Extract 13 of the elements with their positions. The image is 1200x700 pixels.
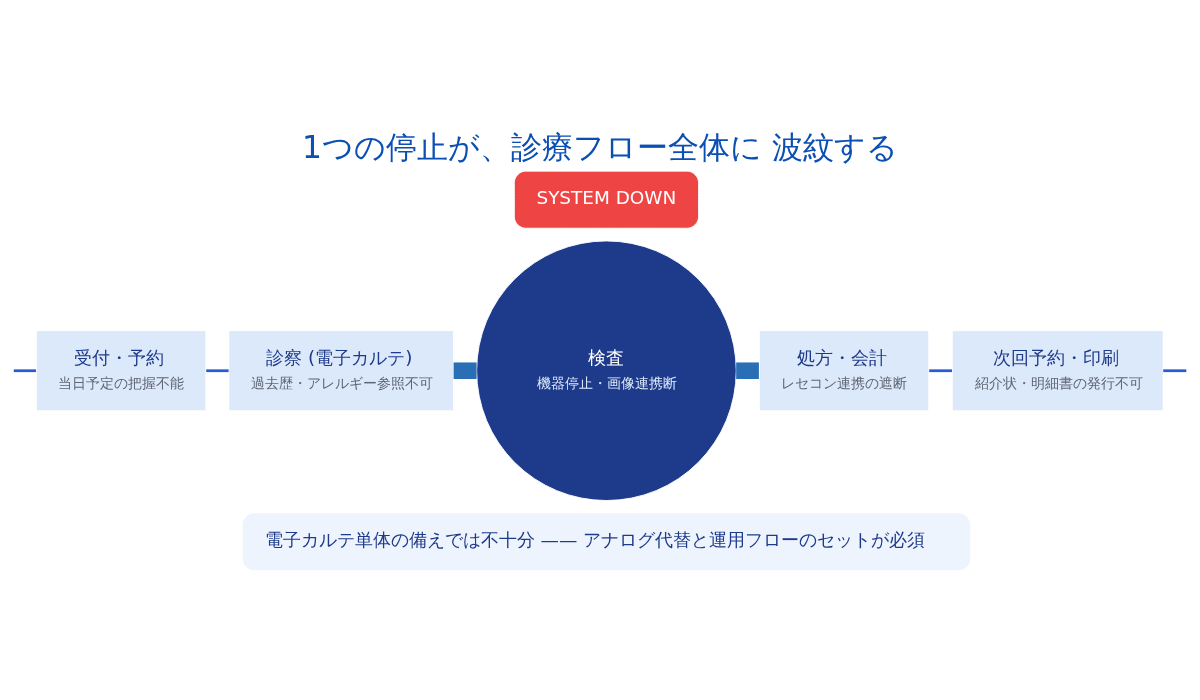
node-box: 診察 (電子カルテ) 過去歴・アレルギー参照不可 bbox=[228, 330, 454, 412]
connector bbox=[736, 362, 759, 380]
connector bbox=[206, 369, 229, 373]
node-box: 処方・会計 レセコン連携の遮断 bbox=[758, 330, 930, 412]
connector bbox=[1163, 369, 1187, 373]
connector bbox=[929, 369, 953, 373]
node-box: 次回予約・印刷 紹介状・明細書の発行不可 bbox=[951, 330, 1164, 412]
node-circle: 検査 機器停止・画像連携断 bbox=[476, 240, 737, 501]
connector bbox=[13, 369, 36, 373]
diagram-title: 1つの停止が、診療フロー全体に 波紋する bbox=[302, 129, 898, 166]
node-box: SYSTEM DOWN bbox=[513, 170, 699, 229]
node-box: 受付・予約 当日予定の把握不能 bbox=[35, 330, 207, 412]
connector bbox=[453, 362, 477, 380]
